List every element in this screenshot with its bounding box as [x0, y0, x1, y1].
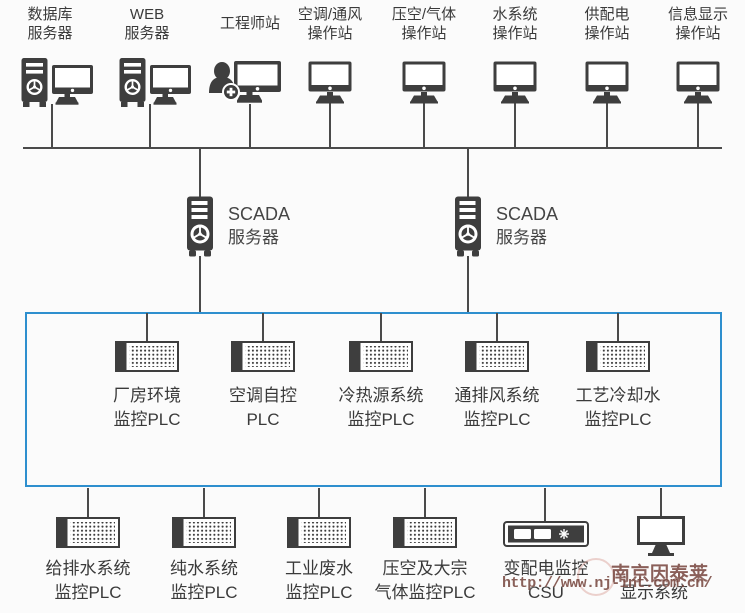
workstation-icon — [676, 61, 720, 104]
plc-icon — [349, 341, 413, 372]
workstation-icon — [308, 61, 352, 104]
connector-line — [149, 104, 151, 148]
workstation-icon — [585, 61, 629, 104]
plc-icon — [56, 517, 120, 548]
connector-line — [249, 104, 251, 148]
connector-line — [514, 102, 516, 148]
watermark-logo — [577, 558, 615, 596]
plc-icon — [115, 341, 179, 372]
node-label: 压空/气体操作站 — [391, 6, 457, 42]
plc-icon — [172, 517, 236, 548]
plc-icon — [586, 341, 650, 372]
workstation-icon — [493, 61, 537, 104]
watermark-company: 南京因泰莱 — [611, 564, 709, 585]
workstation-icon — [402, 61, 446, 104]
plc-label: 通排风系统监控PLC — [454, 386, 540, 429]
plc-label: 厂房环境监控PLC — [113, 386, 181, 429]
display-monitor-icon — [637, 516, 685, 557]
connector-line — [606, 102, 608, 148]
csu-device-icon — [503, 521, 589, 547]
node-label: 水系统操作站 — [492, 6, 538, 42]
plc-group-box — [25, 312, 722, 487]
plc-label: 工艺冷却水监控PLC — [575, 386, 661, 429]
connector-line — [424, 488, 426, 517]
node-label: 数据库服务器 — [27, 6, 73, 42]
scada-server-icon — [186, 196, 214, 258]
connector-line — [660, 488, 662, 516]
connector-line — [51, 104, 53, 148]
plc-label: 冷热源系统监控PLC — [338, 386, 424, 429]
connector-line — [199, 256, 201, 313]
connector-line — [329, 102, 331, 148]
connector-line — [423, 102, 425, 148]
plc-icon — [287, 517, 351, 548]
connector-line — [146, 313, 148, 341]
ethernet-bus-line — [23, 147, 722, 149]
database-server-icon — [21, 58, 94, 108]
connector-line — [544, 488, 546, 521]
bottom-node-label: 压空及大宗气体监控PLC — [374, 559, 476, 602]
scada-server-icon — [454, 196, 482, 258]
web-server-icon — [119, 58, 192, 108]
connector-line — [262, 313, 264, 341]
connector-line — [697, 102, 699, 148]
connector-line — [467, 148, 469, 197]
plc-icon — [465, 341, 529, 372]
connector-line — [199, 148, 201, 197]
plc-icon — [231, 341, 295, 372]
connector-line — [496, 313, 498, 341]
node-label: 空调/通风操作站 — [297, 6, 363, 42]
bottom-node-label: 显示系统 — [620, 583, 688, 602]
bottom-node-label: 给排水系统监控PLC — [45, 559, 131, 602]
connector-line — [617, 313, 619, 341]
bottom-node-label: 纯水系统监控PLC — [170, 559, 238, 602]
node-label: 信息显示操作站 — [667, 6, 728, 42]
connector-line — [318, 488, 320, 517]
node-label: 供配电操作站 — [584, 6, 630, 42]
connector-line — [203, 488, 205, 517]
plc-icon — [393, 517, 457, 548]
engineer-station-icon — [208, 56, 282, 108]
node-label: 工程师站 — [219, 15, 280, 32]
connector-line — [467, 256, 469, 313]
connector-line — [87, 488, 89, 517]
connector-line — [380, 313, 382, 341]
watermark-url: http://www.nj-int.com.cn/ — [502, 575, 713, 592]
bottom-node-label: 工业废水监控PLC — [285, 559, 353, 602]
